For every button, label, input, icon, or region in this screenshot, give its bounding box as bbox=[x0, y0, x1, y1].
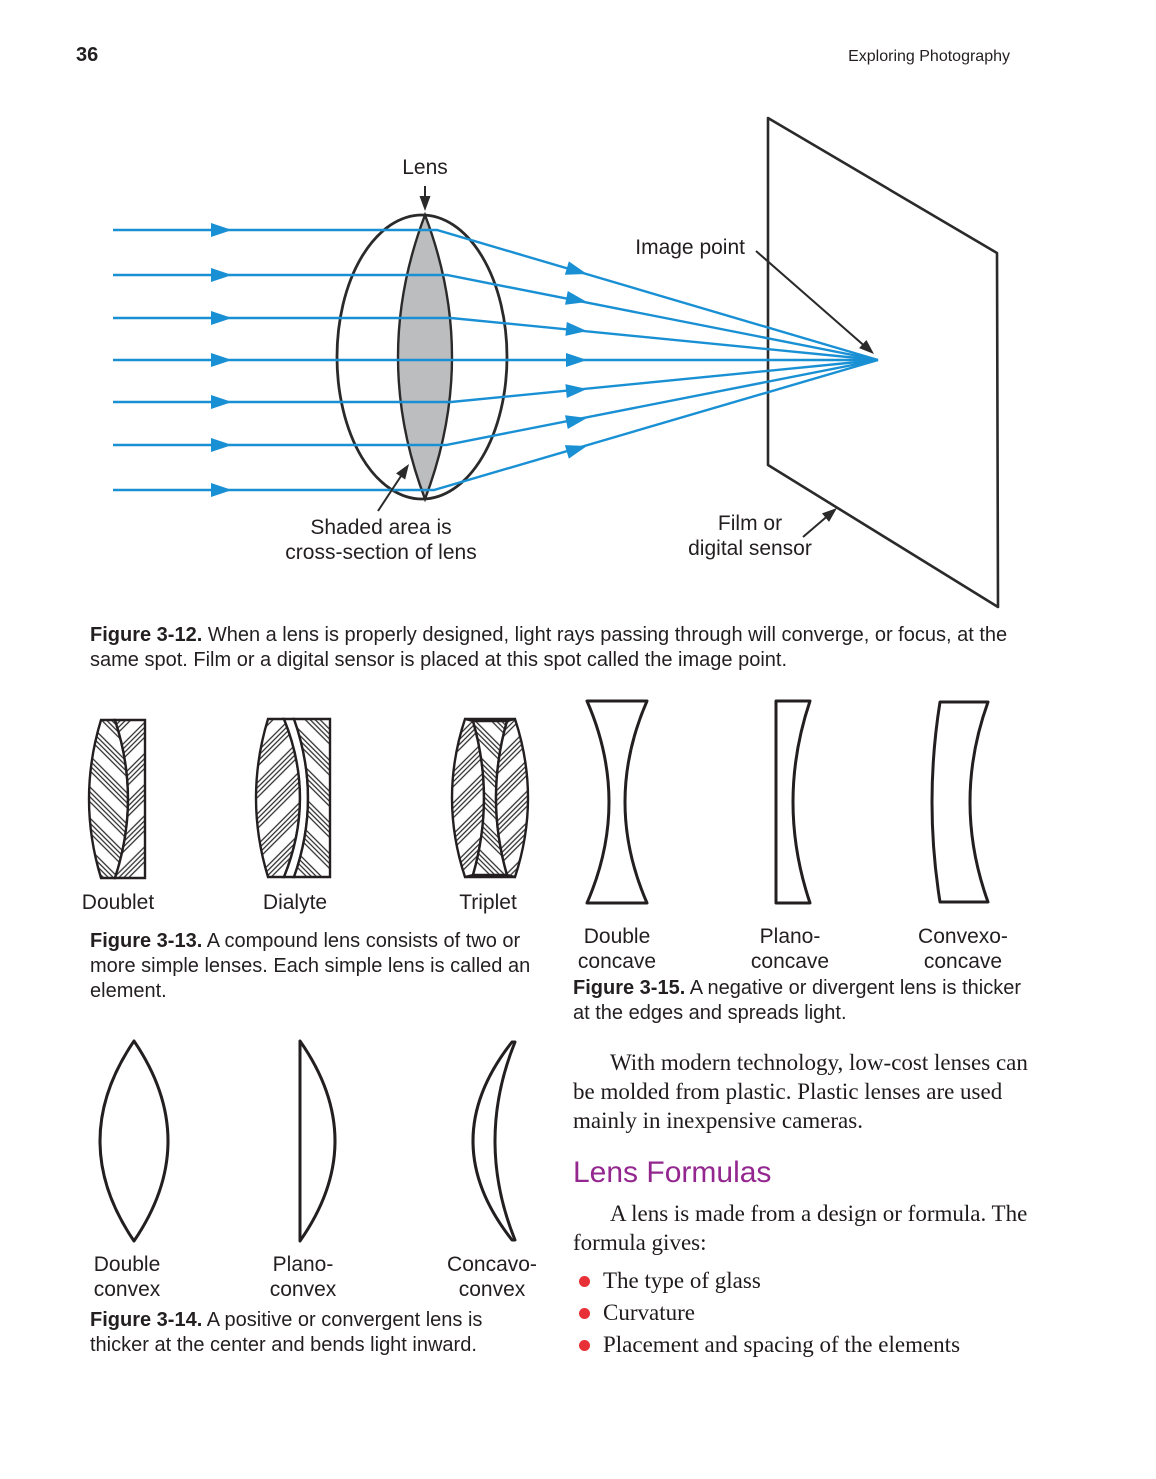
figure-3-15-caption-text: A negative or divergent lens is thicker … bbox=[573, 977, 1022, 1024]
lens-cross-section bbox=[396, 211, 454, 503]
plano-convex-label: Plano-convex bbox=[269, 1253, 337, 1301]
formula-bullet-list: The type of glass Curvature Placement an… bbox=[573, 1266, 1029, 1362]
figure-3-13-drawings bbox=[87, 717, 530, 880]
bullet-icon bbox=[579, 1276, 590, 1287]
doublet-label: Doublet bbox=[81, 891, 155, 914]
running-header-title: Exploring Photography bbox=[848, 48, 1010, 65]
list-item: Curvature bbox=[573, 1298, 1029, 1330]
double-convex-lens-drawing bbox=[98, 1039, 170, 1243]
doublet-lens-drawing bbox=[87, 718, 147, 880]
dialyte-lens-drawing bbox=[254, 717, 332, 879]
incoming-ray-arrowheads bbox=[211, 223, 232, 497]
section-heading: Lens Formulas bbox=[573, 1156, 772, 1189]
bullet-text: Placement and spacing of the elements bbox=[603, 1332, 961, 1357]
figure-3-14-drawings bbox=[98, 1039, 517, 1243]
convexo-concave-label: Convexo-concave bbox=[918, 925, 1008, 973]
ray-arrowhead-icon bbox=[211, 438, 232, 452]
bullet-text: The type of glass bbox=[603, 1268, 761, 1293]
light-ray bbox=[113, 228, 879, 362]
ray-arrowhead-icon bbox=[211, 353, 232, 367]
figure-3-12-caption-text: When a lens is properly designed, light … bbox=[90, 624, 1008, 671]
plano-convex-lens-drawing bbox=[298, 1039, 337, 1243]
concavo-convex-lens-drawing bbox=[471, 1040, 517, 1242]
lens-label: Lens bbox=[402, 156, 448, 179]
image-point-label: Image point bbox=[635, 236, 745, 259]
double-concave-lens-drawing bbox=[585, 699, 649, 905]
shaded-arrow-line bbox=[377, 469, 406, 512]
list-item: The type of glass bbox=[573, 1266, 1029, 1298]
ray-arrowhead-icon bbox=[566, 353, 587, 367]
ray-arrowhead-icon bbox=[565, 411, 589, 429]
figure-3-12-caption-tag: Figure 3-12. bbox=[90, 624, 203, 646]
light-ray bbox=[113, 316, 879, 362]
ray-arrowhead-icon bbox=[564, 261, 589, 281]
list-item: Placement and spacing of the elements bbox=[573, 1330, 1029, 1362]
triplet-lens-drawing bbox=[450, 717, 530, 879]
ray-arrowhead-icon bbox=[564, 439, 589, 459]
body-text-column: With modern technology, low-cost lenses … bbox=[573, 1048, 1029, 1362]
body-paragraph-2: A lens is made from a design or formula.… bbox=[573, 1201, 1028, 1255]
bullet-icon bbox=[579, 1340, 590, 1351]
figure-3-13-caption-text: A compound lens consists of two or more … bbox=[90, 930, 531, 1002]
ray-arrowhead-icon bbox=[211, 311, 232, 325]
bullet-text: Curvature bbox=[603, 1300, 695, 1325]
body-paragraph-1: With modern technology, low-cost lenses … bbox=[573, 1050, 1028, 1133]
figure-3-15-caption-tag: Figure 3-15. bbox=[573, 977, 686, 999]
figure-3-15-caption: Figure 3-15. A negative or divergent len… bbox=[573, 976, 1035, 1026]
figure-3-14-caption-tag: Figure 3-14. bbox=[90, 1309, 203, 1331]
dialyte-label: Dialyte bbox=[262, 891, 328, 914]
ray-arrowhead-icon bbox=[565, 382, 588, 399]
down-arrow-icon bbox=[419, 196, 431, 211]
concavo-convex-label: Concavo-convex bbox=[447, 1253, 537, 1301]
figure-3-14-caption-text: A positive or convergent lens is thicker… bbox=[90, 1309, 483, 1356]
figure-3-15-drawings bbox=[585, 699, 990, 905]
shaded-area-label-line1: Shaded area is bbox=[310, 516, 451, 539]
triplet-label: Triplet bbox=[459, 891, 517, 914]
ray-arrowhead-icon bbox=[565, 291, 589, 309]
ray-arrowhead-icon bbox=[211, 268, 232, 282]
image-point-arrow-line bbox=[755, 250, 869, 350]
ray-arrowhead-icon bbox=[211, 395, 232, 409]
page-number: 36 bbox=[76, 44, 99, 66]
shaded-area-label-line2: cross-section of lens bbox=[285, 541, 476, 564]
lens-ellipse bbox=[335, 213, 509, 501]
plano-concave-lens-drawing bbox=[774, 699, 812, 905]
ray-arrowhead-icon bbox=[565, 321, 588, 338]
bullet-icon bbox=[579, 1308, 590, 1319]
figure-3-12-diagram: Lens Image point Shaded area is cross-se… bbox=[113, 116, 1000, 609]
arrow-icon bbox=[396, 460, 414, 480]
ray-arrowhead-icon bbox=[211, 483, 232, 497]
light-ray bbox=[113, 358, 879, 404]
refracted-ray-arrowheads bbox=[564, 261, 589, 459]
film-label-line2: digital sensor bbox=[688, 537, 812, 560]
film-plane bbox=[766, 116, 1000, 609]
figure-3-14-caption: Figure 3-14. A positive or convergent le… bbox=[90, 1308, 542, 1358]
figure-3-12-caption: Figure 3-12. When a lens is properly des… bbox=[90, 623, 1022, 673]
plano-concave-label: Plano-concave bbox=[750, 925, 830, 973]
ray-arrowhead-icon bbox=[211, 223, 232, 237]
film-label-line1: Film or bbox=[718, 512, 782, 535]
convexo-concave-lens-drawing bbox=[930, 700, 990, 904]
figure-3-13-caption: Figure 3-13. A compound lens consists of… bbox=[90, 929, 537, 1004]
figure-3-13-caption-tag: Figure 3-13. bbox=[90, 930, 203, 952]
